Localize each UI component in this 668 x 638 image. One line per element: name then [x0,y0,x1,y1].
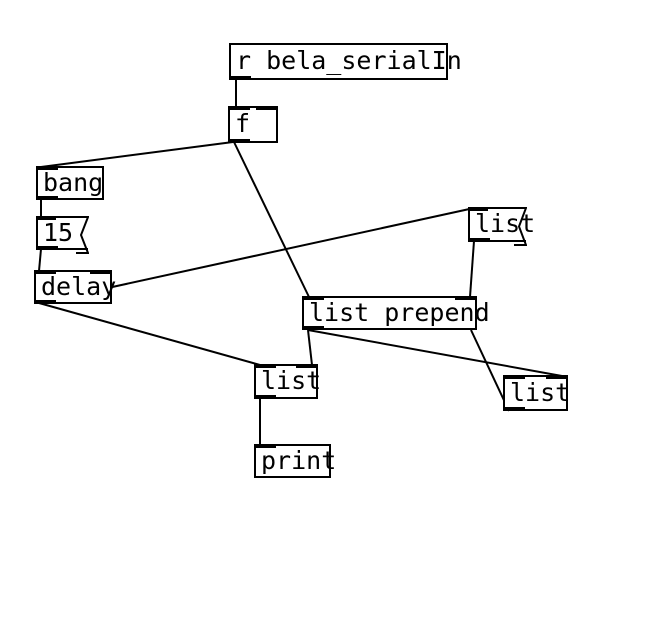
message-list-label: list [475,209,536,238]
object-list-right-outlet-0[interactable] [503,407,525,411]
message-15-outlet-0[interactable] [36,246,58,250]
object-list-middle[interactable]: list [254,364,322,399]
object-list-prepend-label: list prepend [309,297,490,327]
object-list-right-label: list [510,377,571,407]
object-bang-outlet-0[interactable] [36,196,58,200]
object-r-bela-serialin[interactable]: r bela_serialIn [229,43,462,80]
wire-msg-list-to-prepend[interactable] [469,240,475,298]
object-print[interactable]: print [254,444,336,478]
message-list-outlet-0[interactable] [468,238,490,242]
object-list-middle-outlet-0[interactable] [254,395,276,399]
object-list-middle-label: list [261,366,322,395]
object-list-right-inlet-1[interactable] [546,375,568,379]
object-delay-label: delay [41,271,117,301]
object-list-right[interactable]: list [503,375,571,411]
object-list-prepend-inlet-0[interactable] [302,296,324,300]
object-list-prepend-outlet-0[interactable] [302,326,324,330]
message-15-label: 15 [43,217,74,247]
object-delay[interactable]: delay [34,270,116,304]
object-list-prepend[interactable]: list prepend [302,296,490,330]
object-f[interactable]: f [228,106,278,143]
object-f-label: f [235,109,251,138]
object-r-bela-serialin-outlet-0[interactable] [229,76,251,80]
object-delay-outlet-0[interactable] [34,300,56,304]
object-f-outlet-0[interactable] [228,139,250,143]
wire-f-to-bang[interactable] [40,141,234,168]
wire-prepend-to-list-mid[interactable] [307,329,313,366]
object-f-inlet-1[interactable] [256,106,278,110]
wire-f-to-list-prepend[interactable] [233,141,310,298]
wire-prepend-to-list-right[interactable] [307,329,563,377]
message-15[interactable]: 15 [36,216,89,254]
object-print-label: print [261,445,337,475]
object-delay-inlet-1[interactable] [90,270,112,274]
object-r-bela-serialin-label: r bela_serialIn [236,46,462,75]
object-bang[interactable]: bang [36,166,104,200]
object-print-inlet-0[interactable] [254,444,276,448]
object-list-right-inlet-0[interactable] [503,375,525,379]
object-delay-inlet-0[interactable] [34,270,56,274]
message-list[interactable]: list [468,207,535,246]
object-list-middle-inlet-1[interactable] [296,364,318,368]
object-bang-label: bang [43,167,104,197]
wire-msg15-to-delay[interactable] [38,248,42,272]
object-list-middle-inlet-0[interactable] [254,364,276,368]
object-f-inlet-0[interactable] [228,106,250,110]
message-15-pennant-icon [76,216,89,254]
object-bang-inlet-0[interactable] [36,166,58,170]
wire-delay-to-list-middle[interactable] [38,302,261,366]
object-list-prepend-inlet-1[interactable] [455,296,477,300]
message-list-inlet-0[interactable] [468,207,488,211]
message-15-inlet-0[interactable] [36,216,56,220]
